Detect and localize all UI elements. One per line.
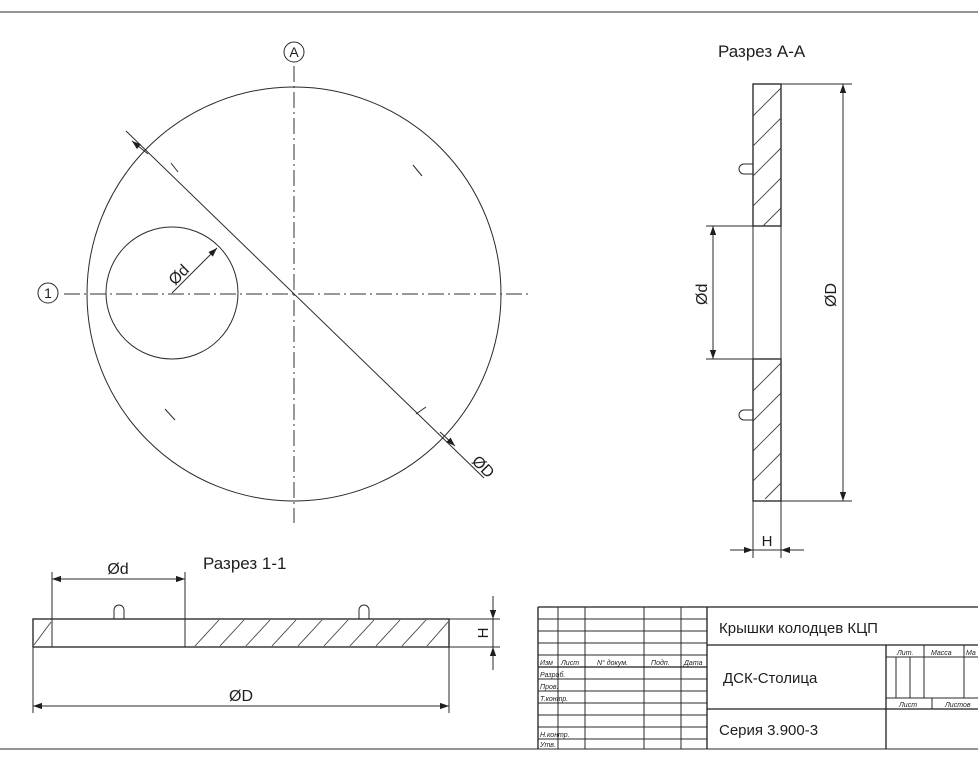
- section-11: Разрез 1-1 Ød ØD: [32, 554, 500, 713]
- dim-small-radius: [171, 247, 218, 294]
- tb-header-doc: N° докум.: [597, 659, 628, 667]
- s11-dim-large-label: ØD: [229, 688, 253, 705]
- tb-header-sign: Подп.: [651, 659, 670, 667]
- section-aa-hatch-upper: [752, 87, 782, 227]
- section-aa-hatch-lower: [752, 362, 782, 500]
- axis-a-marker: A: [283, 41, 305, 63]
- sheet-frame: [0, 11, 978, 750]
- tb-document-title: Крышки колодцев КЦП: [719, 620, 878, 637]
- tb-header-date: Дата: [683, 660, 703, 667]
- tb-sheet: Лист: [898, 702, 917, 709]
- dim-large-diagonal: [125, 130, 485, 479]
- tb-role-prov: Пров.: [540, 684, 559, 691]
- section-aa-title: Разрез A-A: [718, 42, 806, 61]
- axis-1-label: 1: [44, 285, 52, 301]
- tb-lit: Лит.: [896, 650, 913, 657]
- tb-organization: ДСК-Столица: [723, 670, 818, 687]
- tb-role-utv: Утв.: [539, 742, 556, 749]
- tb-header-izm: Изм: [540, 660, 553, 667]
- s11-dim-small-label: Ød: [107, 561, 128, 578]
- title-block: Изм Лист N° докум. Подп. Дата Разраб. Пр…: [537, 606, 978, 749]
- plan-dim-large-label: ØD: [468, 453, 497, 482]
- tb-role-nkontr: Н.контр.: [540, 732, 570, 739]
- plan-dim-small-label: Ød: [166, 262, 193, 289]
- aa-dim-thickness-label: H: [762, 533, 773, 550]
- tb-role-tkontr: Т.контр.: [540, 696, 568, 703]
- tb-mass: Масса: [931, 650, 952, 657]
- section-11-hatch: [194, 619, 449, 647]
- inner-circle-d-small: [105, 226, 239, 360]
- section-aa: Разрез A-A ØD: [694, 42, 852, 558]
- aa-dim-large-label: ØD: [823, 283, 840, 307]
- plan-view: A 1 ØD Ød: [37, 41, 532, 523]
- tb-scale: Ма: [966, 650, 976, 657]
- axis-a-label: A: [289, 44, 299, 60]
- tb-header-list: Лист: [560, 660, 579, 667]
- tb-sheets: Листов: [944, 702, 971, 709]
- tb-series: Серия 3.900-3: [719, 722, 818, 739]
- section-11-title: Разрез 1-1: [203, 554, 286, 573]
- s11-dim-thickness-label: H: [475, 628, 492, 639]
- axis-1-marker: 1: [37, 282, 59, 304]
- aa-dim-small-label: Ød: [694, 284, 711, 305]
- tb-role-razrab: Разраб.: [540, 671, 565, 679]
